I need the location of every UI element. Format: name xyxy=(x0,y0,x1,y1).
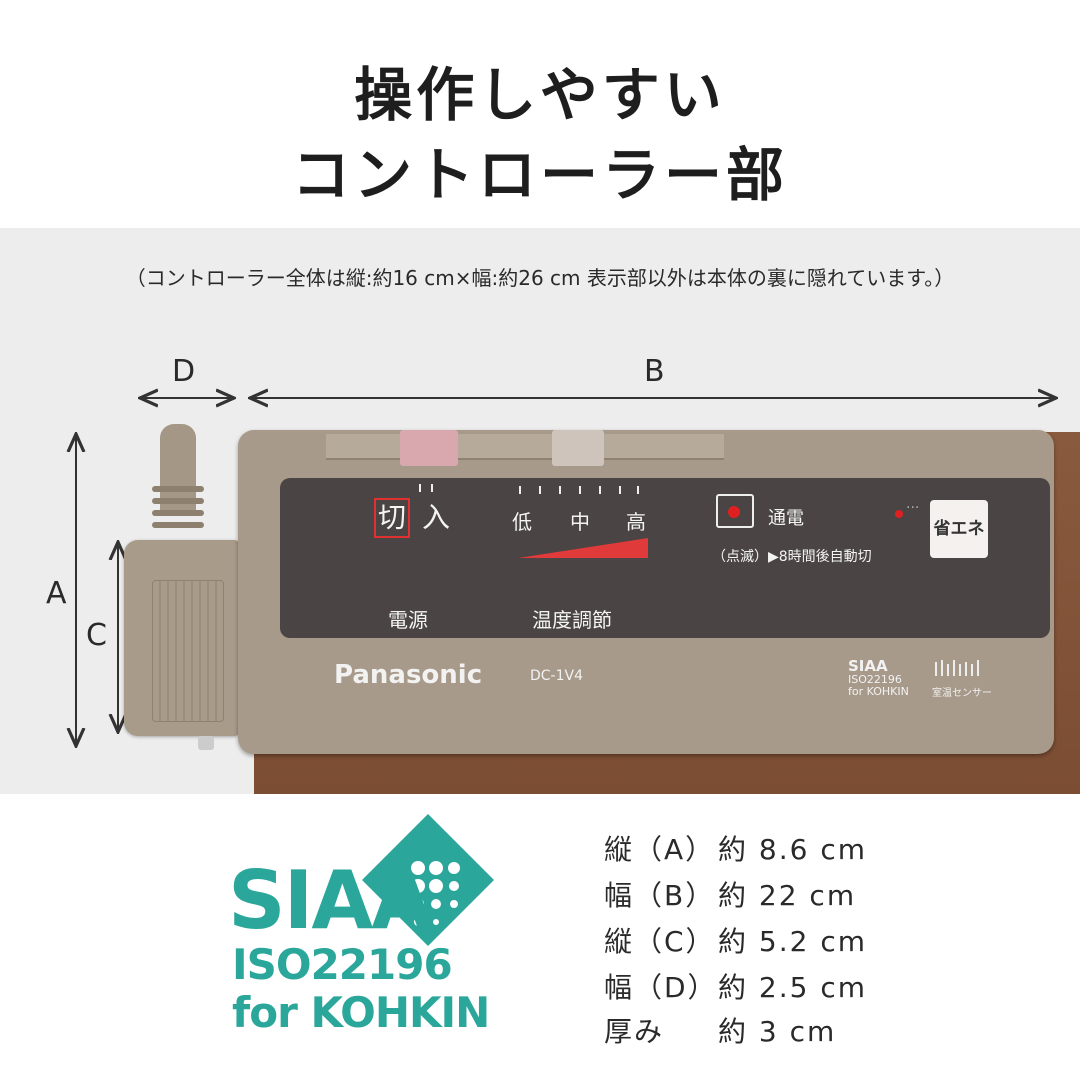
heat-level-ramp xyxy=(518,538,648,558)
spec-key: 縦（C） xyxy=(604,925,716,958)
siaa-logo-text: SIAA xyxy=(228,854,433,947)
spec-row: 縦（A）約 8.6 cm xyxy=(604,828,867,868)
dimension-label-b: B xyxy=(644,354,665,389)
plug-pin xyxy=(198,736,214,750)
siaa-small-for: for KOHKIN xyxy=(848,685,909,698)
eco-indicator-dots: ··· xyxy=(906,500,920,516)
spec-row: 縦（C）約 5.2 cm xyxy=(604,920,867,960)
heat-high-label: 高 xyxy=(626,510,646,534)
temperature-slider xyxy=(552,430,604,466)
room-sensor-icon xyxy=(935,660,979,676)
spec-value: 約 2.5 cm xyxy=(718,971,868,1004)
dimension-label-a: A xyxy=(46,576,67,611)
power-slider xyxy=(400,430,458,466)
temperature-label: 温度調節 xyxy=(532,608,612,632)
size-note: （コントローラー全体は縦:約16 cm×幅:約26 cm 表示部以外は本体の裏に… xyxy=(125,266,955,290)
siaa-small-iso: ISO22196 xyxy=(848,673,902,686)
spec-row: 厚み 約 3 cm xyxy=(604,1010,836,1050)
power-off-label: 切 xyxy=(374,498,411,538)
spec-value: 約 22 cm xyxy=(718,879,857,912)
energized-label: 通電 xyxy=(768,508,804,529)
plug-grip xyxy=(152,580,224,722)
energized-lamp-icon xyxy=(728,506,740,518)
energized-lamp-frame xyxy=(716,494,754,528)
eco-button: 省エネ xyxy=(930,500,988,558)
spec-key: 幅（B） xyxy=(604,879,716,912)
dimension-label-d: D xyxy=(172,354,196,389)
slider-track xyxy=(326,434,724,460)
cord-rib xyxy=(152,486,204,492)
spec-key: 厚み xyxy=(604,1015,665,1048)
power-on-label: 入 xyxy=(422,501,451,534)
spec-value: 約 3 cm xyxy=(718,1015,837,1048)
auto-off-note: （点滅）▶8時間後自動切 xyxy=(712,549,872,565)
siaa-logo-iso: ISO22196 xyxy=(232,940,453,989)
siaa-small-name: SIAA xyxy=(848,657,888,675)
heat-low-label: 低 xyxy=(512,510,532,534)
spec-key: 幅（D） xyxy=(604,971,718,1004)
headline-line-2: コントローラー部 xyxy=(291,141,788,209)
brand-name: Panasonic xyxy=(334,660,483,690)
model-number: DC-1V4 xyxy=(530,668,583,684)
cord-rib xyxy=(152,498,204,504)
siaa-mark-small: SIAA ISO22196 for KOHKIN xyxy=(848,657,909,698)
spec-row: 幅（B）約 22 cm xyxy=(604,874,856,914)
cord-rib xyxy=(152,522,204,528)
cord-rib xyxy=(152,510,204,516)
room-sensor-label: 室温センサー xyxy=(932,688,992,699)
spec-value: 約 8.6 cm xyxy=(718,833,868,866)
eco-indicator-icon xyxy=(895,510,903,518)
spec-value: 約 5.2 cm xyxy=(718,925,868,958)
dimension-label-c: C xyxy=(86,618,107,653)
siaa-logo-for: for KOHKIN xyxy=(232,988,490,1037)
spec-row: 幅（D）約 2.5 cm xyxy=(604,966,867,1006)
heat-mid-label: 中 xyxy=(570,510,590,534)
power-label: 電源 xyxy=(388,608,428,632)
headline-line-1: 操作しやすい xyxy=(354,61,726,129)
spec-key: 縦（A） xyxy=(604,833,716,866)
